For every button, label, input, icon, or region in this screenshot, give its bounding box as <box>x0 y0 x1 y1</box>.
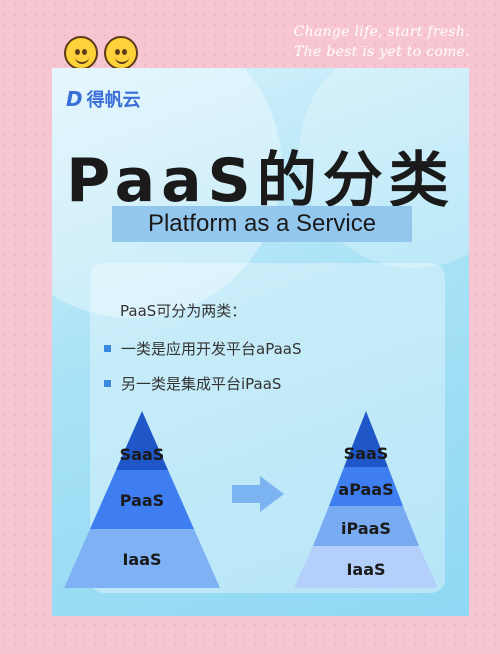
bullet-square-icon <box>104 345 111 352</box>
pyramid-tier-paas <box>90 470 194 529</box>
logo-mark-icon: D <box>66 87 83 111</box>
list-item: 另一类是集成平台iPaaS <box>104 373 281 394</box>
slogan-line-2: The best is yet to come. <box>294 44 470 60</box>
smiley-sticker-icon <box>64 36 98 70</box>
logo-text: 得帆云 <box>86 90 141 111</box>
pyramid-label: PaaS <box>120 491 164 510</box>
page-subtitle: Platform as a Service <box>147 210 377 237</box>
page-title: PaaS的分类 <box>66 146 455 216</box>
left-pyramid: SaaS PaaS IaaS SaaS aPaaS iPaaS IaaS <box>64 411 438 588</box>
intro-text: PaaS可分为两类： <box>120 302 247 320</box>
smiley-sticker-icon <box>104 36 138 70</box>
pyramid-label: SaaS <box>120 445 165 464</box>
slogan: Change life, start fresh. The best is ye… <box>230 22 470 62</box>
pyramid-tier-saas <box>344 411 388 467</box>
pyramid-label: aPaaS <box>338 480 393 499</box>
pyramid-tier-iaas <box>64 529 220 588</box>
pyramid-label: IaaS <box>346 560 385 579</box>
pyramid-tier-iaas <box>294 546 438 588</box>
main-card: D 得帆云 PaaS的分类 Platform as a Service PaaS… <box>52 68 469 616</box>
bullet-text: 另一类是集成平台iPaaS <box>121 375 282 393</box>
pyramid-tier-apaas <box>329 467 403 506</box>
slogan-line-1: Change life, start fresh. <box>293 24 470 40</box>
list-item: 一类是应用开发平台aPaaS <box>104 338 301 359</box>
brand-logo: D 得帆云 <box>66 86 141 112</box>
pyramid-label: SaaS <box>344 444 389 463</box>
subtitle-highlight <box>112 206 412 242</box>
bullet-square-icon <box>104 380 111 387</box>
pyramid-tier-ipaas <box>313 506 419 546</box>
bullet-text: 一类是应用开发平台aPaaS <box>121 340 302 358</box>
right-arrow-icon <box>232 476 284 512</box>
pyramid-tier-saas <box>116 411 168 470</box>
pyramid-label: iPaaS <box>341 519 391 538</box>
pyramid-label: IaaS <box>122 550 161 569</box>
